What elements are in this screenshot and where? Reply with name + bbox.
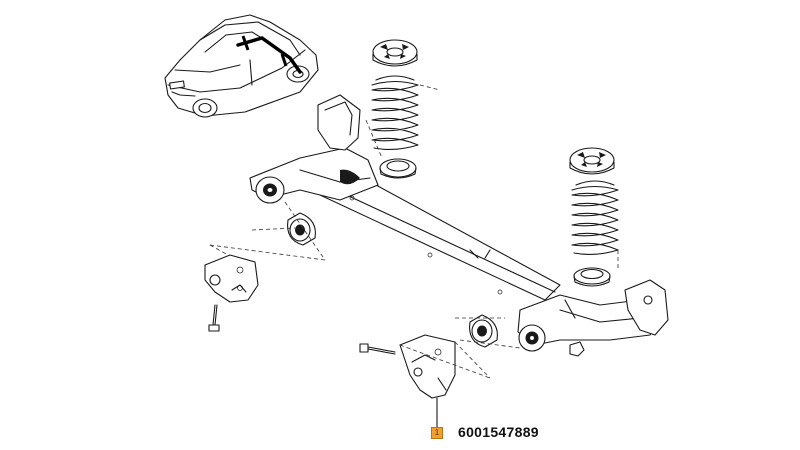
lower-spring-seat-right bbox=[573, 267, 611, 287]
part-number-label: 6001547889 bbox=[458, 424, 539, 440]
coil-spring-right bbox=[571, 180, 619, 256]
callout-marker: 1 bbox=[431, 427, 443, 439]
lower-spring-seat-left bbox=[379, 158, 417, 179]
rear-axle-beam-illustration bbox=[249, 94, 669, 357]
mounting-bracket-left bbox=[204, 254, 259, 332]
upper-spring-seat-left bbox=[372, 39, 418, 67]
coil-spring-left bbox=[371, 75, 419, 151]
bush-right-exploded bbox=[469, 314, 498, 348]
bush-left-exploded bbox=[287, 212, 316, 246]
mounting-bracket-right bbox=[359, 334, 456, 399]
upper-spring-seat-right bbox=[569, 147, 615, 175]
guide-lines bbox=[209, 84, 619, 379]
car-thumbnail-icon bbox=[164, 14, 319, 118]
